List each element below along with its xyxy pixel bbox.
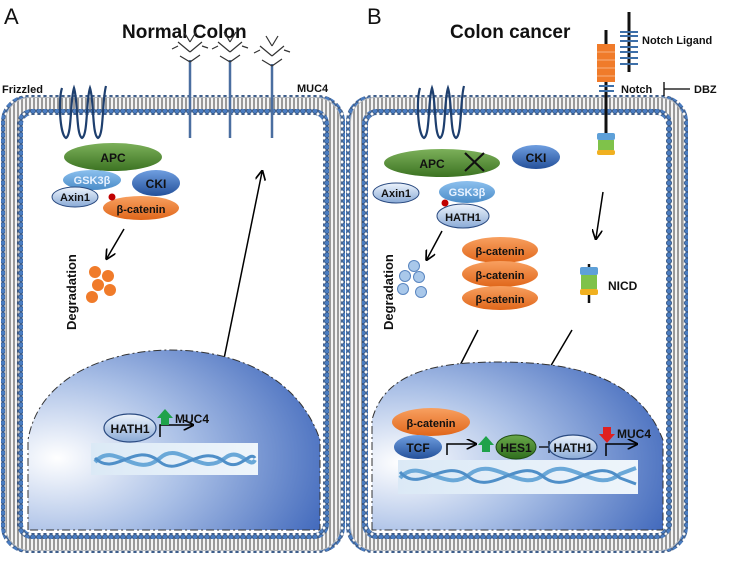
dna-a: [91, 443, 258, 475]
degradation-arrow-a: [107, 228, 125, 258]
bcatenin-protein-2: [462, 261, 538, 287]
axin1-protein: [51, 186, 99, 208]
cki-label-b: CKI: [526, 151, 547, 165]
nucleus-a: [27, 349, 321, 531]
transcription-arrow-a: [159, 425, 192, 437]
notch-label: Notch: [621, 84, 652, 96]
transcription-arrow-muc4-b: [605, 444, 636, 456]
cki-label: CKI: [146, 177, 167, 191]
nicd-label: NICD: [608, 279, 638, 293]
dbz-label: DBZ: [694, 84, 717, 96]
phosphate-dot-b: [441, 199, 449, 207]
phosphate-dot: [108, 193, 116, 201]
bcatenin-label-2: β-catenin: [476, 270, 525, 282]
muc4-gene-label-a: MUC4: [175, 412, 209, 426]
down-arrow-icon: [599, 427, 615, 443]
apc-label-b: APC: [419, 157, 445, 171]
bcatenin-label-3: β-catenin: [476, 294, 525, 306]
degradation-arrow-b: [427, 230, 443, 259]
notch-ligand-label: Notch Ligand: [642, 35, 712, 47]
tcf-protein: [394, 435, 442, 459]
degraded-fragments-b: [397, 260, 427, 298]
panel-b: B Colon cancer Notch Ligand Notch: [346, 4, 717, 553]
bcatenin-stack: β-catenin β-catenin β-catenin: [462, 237, 538, 310]
hes1-label: HES1: [500, 441, 532, 455]
bcatenin-protein-3: [462, 286, 538, 310]
panel-b-letter: B: [367, 4, 382, 29]
apc-protein-b: [384, 149, 500, 177]
hes1-protein: [495, 434, 537, 460]
degraded-fragments-a: [86, 266, 116, 303]
muc4-label-a: MUC4: [297, 83, 329, 95]
hath1-protein-nuc: [548, 434, 598, 460]
frizzled-label: Frizzled: [2, 84, 43, 96]
dna-strand-a2: [93, 453, 257, 468]
muc4-mucins: [171, 31, 291, 138]
axin1-protein-b: [372, 182, 420, 204]
bcatenin-protein: [103, 196, 179, 220]
gsk3b-protein-b: [439, 181, 495, 203]
bcatenin-label: β-catenin: [117, 204, 166, 216]
bcatenin-label-1: β-catenin: [476, 246, 525, 258]
up-arrow-icon-b: [478, 436, 494, 452]
frizzled-receptor: [58, 84, 108, 140]
hath1-label-nuc: HATH1: [553, 441, 592, 455]
cki-protein-b: [512, 145, 560, 169]
panel-a-letter: A: [4, 4, 19, 29]
inhibition-bar: [663, 82, 690, 96]
axin1-label-b: Axin1: [381, 188, 411, 200]
degradation-label-a: Degradation: [64, 254, 79, 330]
apc-inactivated-cross-icon: [464, 152, 485, 172]
gsk3b-protein: [63, 170, 121, 190]
gsk3b-label-b: GSK3β: [449, 187, 486, 199]
up-arrow-icon: [157, 409, 173, 425]
panel-b-title: Colon cancer: [450, 22, 571, 43]
hath1-protein-cyto: [436, 203, 490, 229]
tcf-label: TCF: [406, 441, 429, 455]
cki-protein: [132, 170, 180, 196]
gsk3b-label: GSK3β: [74, 175, 111, 187]
apc-protein: [64, 143, 162, 171]
frizzled-receptor-b: [416, 84, 466, 140]
bcatenin-protein-nuc: [392, 408, 470, 436]
nicd-membrane: [597, 133, 615, 155]
dna-strand-b2: [398, 469, 637, 486]
degradation-label-b: Degradation: [381, 254, 396, 330]
hath1-protein-a: [103, 413, 157, 443]
bcatenin-label-nuc: β-catenin: [407, 418, 456, 430]
transcription-arrow-hes1: [446, 444, 475, 455]
axin1-label: Axin1: [60, 192, 90, 204]
panel-a: A Normal Colon Frizzled MUC4 APC: [1, 4, 345, 553]
hath1-label-a: HATH1: [110, 422, 149, 436]
notch-ligand: [620, 12, 638, 72]
nicd-free: [580, 264, 598, 303]
bcatenin-protein-1: [462, 237, 538, 263]
apc-label: APC: [100, 151, 126, 165]
hath1-label-cyto: HATH1: [445, 212, 481, 224]
nicd-release-arrow: [596, 191, 604, 238]
muc4-gene-label-b: MUC4: [617, 427, 651, 441]
